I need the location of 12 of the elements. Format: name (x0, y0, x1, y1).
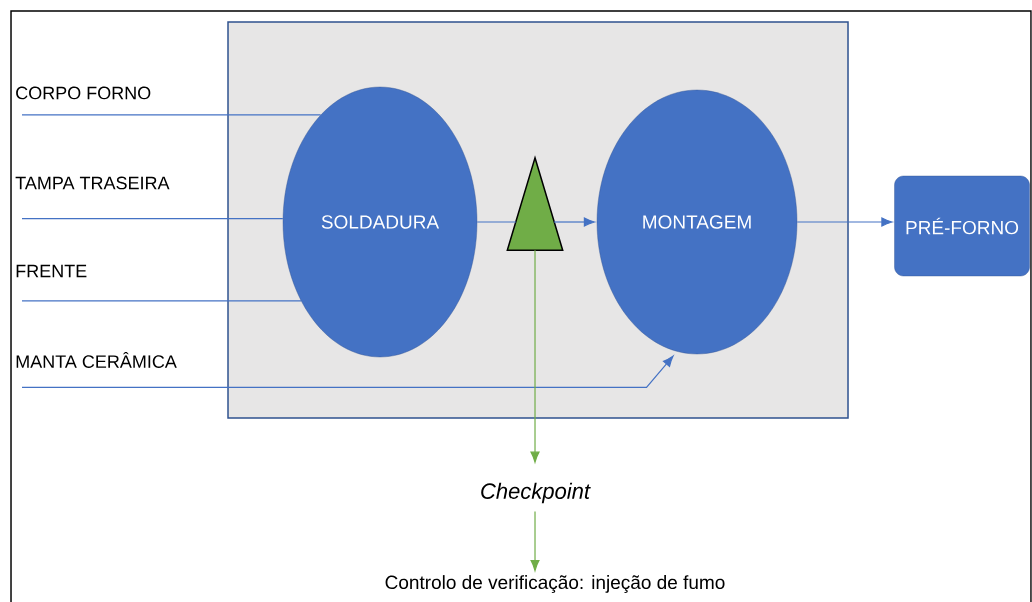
arrow (530, 510, 540, 572)
arrow (530, 249, 540, 463)
input-label: FRENTE (16, 264, 87, 278)
input-label: MANTA CERÂMICA (16, 352, 177, 368)
process-box: PRÉ-FORNO (894, 175, 1030, 277)
checkpoint-label: Checkpoint (481, 482, 591, 504)
arrow (21, 355, 674, 388)
arrow (796, 217, 893, 227)
arrow (553, 217, 595, 227)
check-note: Controlo de verificação: injeção de fumo (385, 575, 725, 593)
input-label: CORPO FORNO (16, 86, 151, 100)
input-label: TAMPA TRASEIRA (15, 176, 170, 190)
